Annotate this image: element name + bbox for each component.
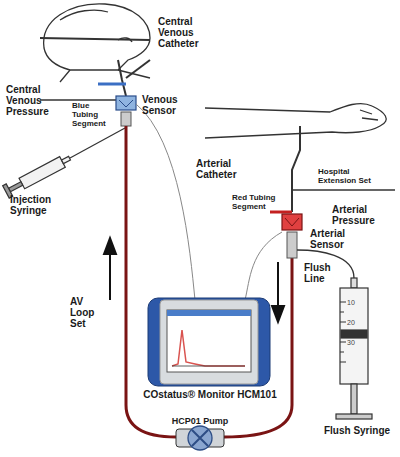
device-label: HCP01 Pump	[150, 417, 250, 427]
callout-label: Arterial Pressure	[332, 204, 396, 226]
scale-number: 10	[347, 299, 367, 307]
central-venous-catheter	[40, 38, 150, 100]
callout-label: Arterial Catheter	[196, 158, 256, 180]
callout-label: Flush Line	[304, 262, 344, 284]
callout-label: AV Loop Set	[70, 296, 108, 329]
arterial-sensor	[282, 214, 302, 258]
venous-sensor	[116, 96, 136, 126]
callout-label: Arterial Sensor	[310, 228, 366, 250]
patient-arm	[205, 104, 386, 138]
callout-label: Venous Sensor	[142, 94, 192, 116]
callout-label: Injection Syringe	[10, 194, 90, 216]
arterial-line	[270, 126, 395, 212]
device-label: COstatus® Monitor HCM101	[140, 389, 280, 400]
injection-syringe	[3, 128, 125, 198]
flush-syringe	[336, 278, 372, 419]
scale-number: 20	[347, 319, 367, 327]
callout-label: Central Venous Pressure	[6, 84, 70, 117]
callout-label: Hospital Extension Set	[318, 168, 388, 186]
callout-label: Red Tubing Segment	[232, 194, 280, 212]
scale-number: 30	[347, 339, 367, 347]
callout-label: Blue Tubing Segment	[72, 102, 114, 128]
costatus-monitor	[148, 298, 270, 386]
av-loop-tubing	[126, 126, 292, 437]
patient-head	[44, 4, 150, 82]
hcp01-pump	[176, 426, 224, 450]
callout-label: Flush Syringe	[322, 425, 392, 436]
callout-label: Central Venous Catheter	[158, 16, 222, 49]
